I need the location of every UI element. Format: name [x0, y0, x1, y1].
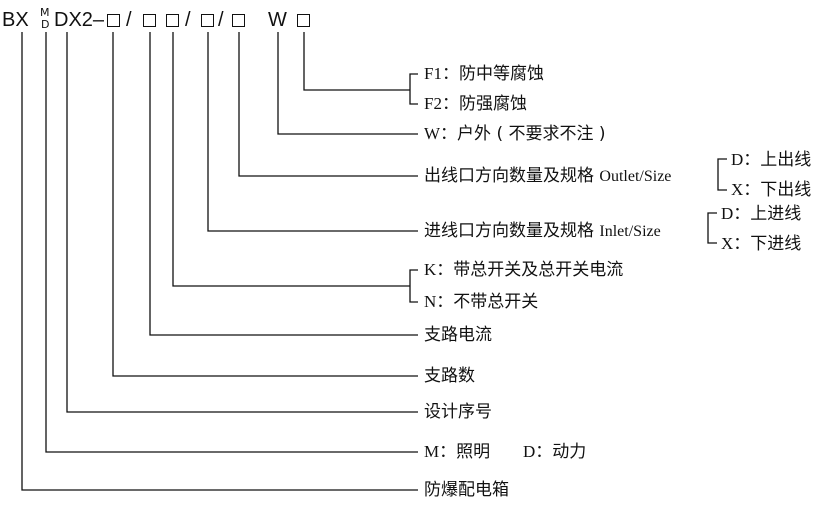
inlet-x-code: X — [721, 234, 734, 253]
label-design-no: 设计序号 — [424, 402, 492, 422]
line-f — [303, 32, 410, 91]
label-outlet-x: X：下出线 — [731, 180, 811, 200]
label-f2: F2：防强腐蚀 — [424, 94, 527, 114]
inlet-en: Inlet/Size — [599, 223, 661, 240]
label-inlet-x: X：下进线 — [721, 234, 801, 254]
placeholder-box-branch-current — [143, 14, 156, 27]
line-inlet — [207, 32, 418, 232]
inlet-x-text: ：下进线 — [733, 234, 802, 254]
label-branch-count: 支路数 — [424, 366, 475, 386]
outlet-x-text: ：下出线 — [743, 180, 812, 200]
outlet-cn: 出线口方向数量及规格 — [424, 166, 594, 186]
label-n: N：不带总开关 — [424, 292, 538, 312]
outlet-d-code: D — [731, 150, 744, 169]
f1-text: ：防中等腐蚀 — [441, 64, 544, 84]
placeholder-box-main-switch — [166, 14, 179, 27]
bracket-k-n — [409, 269, 418, 303]
n-text: ：不带总开关 — [436, 292, 539, 312]
inlet-d-code: D — [721, 204, 734, 223]
label-k: K：带总开关及总开关电流 — [424, 260, 623, 280]
outlet-en: Outlet/Size — [599, 168, 672, 185]
label-w: W：户外 ( 不要求不注 ) — [424, 124, 606, 144]
label-inlet-d: D：上进线 — [721, 204, 801, 224]
line-w — [277, 32, 418, 135]
m-code: M — [424, 442, 440, 461]
code-sep-3: / — [218, 9, 224, 31]
f2-text: ：防强腐蚀 — [441, 94, 527, 114]
outlet-d-text: ：上出线 — [743, 150, 812, 170]
line-outlet — [238, 32, 418, 177]
label-m-d: M：照明 D：动力 — [424, 442, 586, 462]
label-branch-current: 支路电流 — [424, 325, 492, 345]
f1-code: F1 — [424, 64, 442, 83]
inlet-cn: 进线口方向数量及规格 — [424, 221, 594, 241]
line-branch-count — [112, 32, 418, 377]
f2-code: F2 — [424, 94, 442, 113]
label-inlet: 进线口方向数量及规格 Inlet/Size — [424, 221, 661, 242]
placeholder-box-corrosion — [297, 14, 310, 27]
code-series: DX2– — [54, 9, 105, 31]
line-branch-current — [149, 32, 418, 336]
code-stack-top: M — [40, 6, 50, 19]
outlet-x-code: X — [731, 180, 744, 199]
code-sep-1: / — [126, 9, 132, 31]
w-code: W — [424, 124, 441, 143]
code-stack-bottom: D — [41, 18, 50, 31]
bracket-inlet — [707, 212, 717, 244]
line-design-no — [66, 32, 418, 413]
placeholder-box-inlet — [201, 14, 214, 27]
line-m-d — [45, 32, 418, 453]
code-sep-2: / — [185, 9, 191, 31]
placeholder-box-outlet — [232, 14, 245, 27]
code-prefix: BX — [2, 9, 29, 31]
code-w-letter: W — [268, 9, 287, 31]
label-outlet: 出线口方向数量及规格 Outlet/Size — [424, 166, 671, 187]
k-code: K — [424, 260, 437, 279]
bracket-outlet — [717, 158, 727, 191]
m-text: ：照明 — [439, 442, 491, 462]
label-f1: F1：防中等腐蚀 — [424, 64, 544, 84]
placeholder-box-branch-count — [107, 14, 120, 27]
inlet-d-text: ：上进线 — [733, 204, 802, 224]
d-text: ：动力 — [535, 442, 587, 462]
bracket-f — [409, 73, 418, 105]
line-explosion-box — [21, 32, 418, 491]
line-k-n — [172, 32, 410, 287]
w-text: ：户外 ( 不要求不注 ) — [440, 124, 606, 144]
label-explosion-box: 防爆配电箱 — [424, 480, 509, 500]
n-code: N — [424, 292, 437, 311]
k-text: ：带总开关及总开关电流 — [436, 260, 624, 280]
label-outlet-d: D：上出线 — [731, 150, 811, 170]
d-code: D — [522, 442, 536, 461]
